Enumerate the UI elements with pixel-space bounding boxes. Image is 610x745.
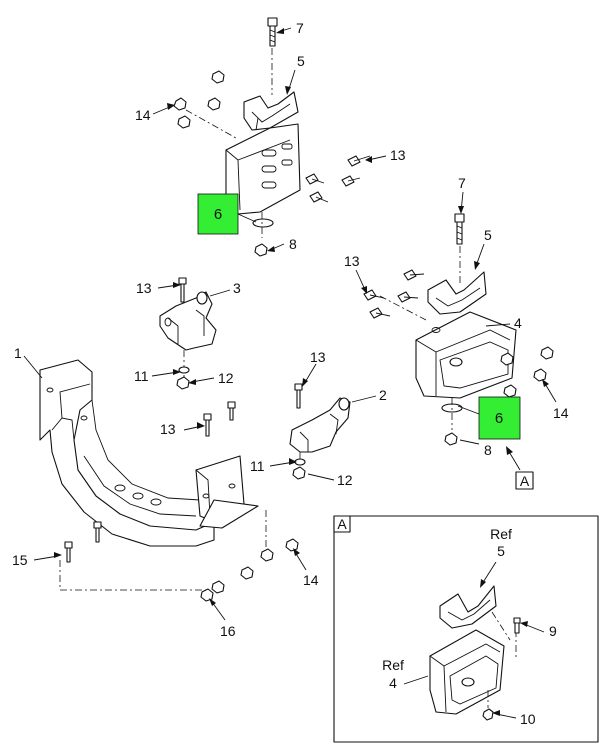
callout-6-right-label: 6 (495, 410, 503, 427)
callout-detail-a-ref: A (520, 473, 530, 489)
highlight-callout-6-right[interactable]: 6 (478, 396, 521, 440)
callout-14-bottom: 14 (303, 572, 319, 588)
detail-ref-4-word: Ref (382, 657, 404, 673)
detail-callout-10: 10 (520, 711, 536, 727)
top-nuts (173, 70, 225, 129)
callout-8-right: 8 (484, 442, 492, 458)
insulator-5-top (243, 91, 299, 131)
bracket-3 (159, 277, 217, 390)
callout-4: 4 (514, 315, 522, 331)
callout-16: 16 (220, 623, 236, 639)
detail-callout-9: 9 (549, 623, 557, 639)
callout-14-top: 14 (135, 107, 151, 123)
insulator-5-right (427, 271, 487, 315)
callout-1: 1 (14, 345, 22, 361)
callout-5-top: 5 (297, 53, 305, 69)
callout-11-bracket2: 11 (250, 458, 265, 474)
callout-numbers: 7 5 14 13 8 7 5 13 4 14 8 A 13 3 1 11 12… (12, 20, 569, 727)
right-nuts (500, 346, 554, 398)
right-bracket (415, 311, 517, 399)
bolt-7-right (454, 213, 465, 245)
highlight-callout-6-top[interactable]: 6 (197, 193, 239, 235)
leader-lines (23, 27, 557, 719)
callout-13-bracket3: 13 (136, 280, 152, 296)
callout-2: 2 (379, 387, 387, 403)
callout-5-right: 5 (484, 227, 492, 243)
callout-3: 3 (233, 280, 241, 296)
detail-ref-4-number: 4 (389, 675, 397, 691)
callout-7-right: 7 (458, 175, 466, 191)
bracket-2 (289, 383, 351, 480)
callout-12-bracket2: 12 (337, 472, 353, 488)
callout-13-bracket2: 13 (310, 349, 326, 365)
detail-tag: A (337, 516, 347, 532)
detail-ref-5-word: Ref (490, 526, 512, 542)
callout-7-top: 7 (296, 20, 304, 36)
top-bracket (225, 123, 301, 215)
crossmember-1 (39, 359, 299, 602)
top-bolts-13 (305, 155, 371, 203)
callout-14-right: 14 (553, 405, 569, 421)
callout-8-top: 8 (289, 236, 297, 252)
callout-6-top-label: 6 (214, 206, 222, 223)
callout-12-bracket3: 12 (218, 370, 234, 386)
callout-15: 15 (12, 552, 28, 568)
right-bolts-13 (363, 269, 425, 319)
callout-11-bracket3: 11 (134, 368, 149, 384)
callout-13-top: 13 (390, 147, 406, 163)
detail-ref-5-number: 5 (497, 543, 505, 559)
callout-13-right: 13 (344, 253, 360, 269)
callout-13-frame: 13 (160, 421, 176, 437)
detail-view-a: A (333, 515, 599, 743)
top-mount-assembly (173, 17, 371, 257)
right-mount-assembly (363, 213, 554, 446)
bolt-7-top (267, 17, 278, 47)
